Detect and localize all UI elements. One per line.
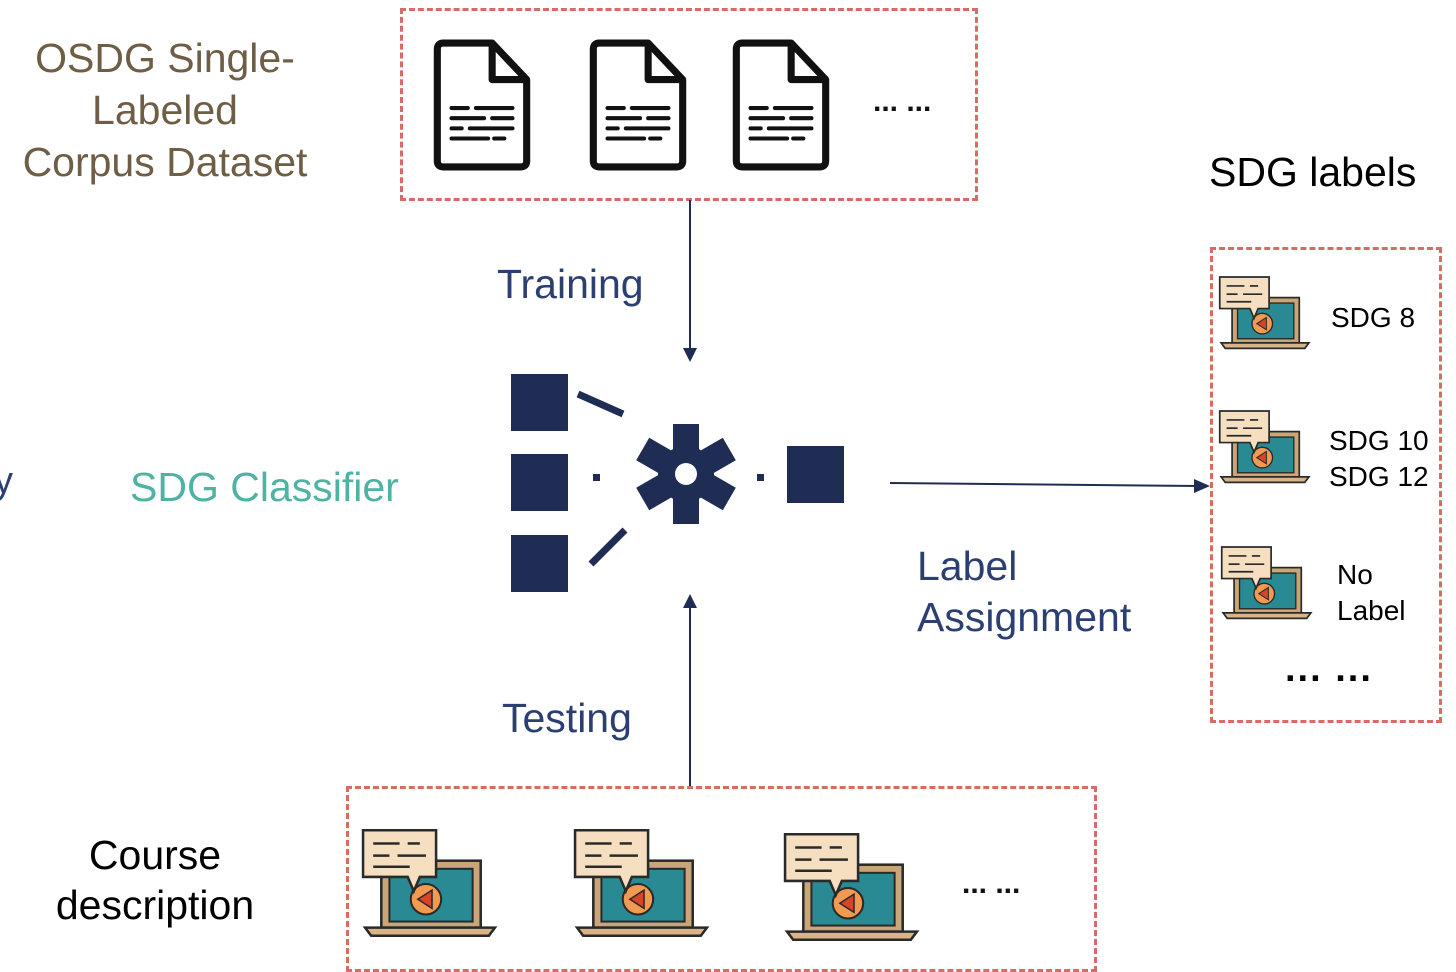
testing-arrow xyxy=(683,594,697,788)
laptop-icon xyxy=(571,825,713,939)
classifier-label: SDG Classifier xyxy=(130,464,399,510)
course-description-label: Course description xyxy=(0,830,310,930)
dataset-label: OSDG Single- Labeled Corpus Dataset xyxy=(0,32,330,188)
sdg-label-item-2-line2: SDG 12 xyxy=(1329,461,1429,492)
course-description-box: ... ... xyxy=(346,786,1097,972)
laptop-icon xyxy=(1217,274,1313,350)
dataset-label-line2: Labeled xyxy=(92,87,238,133)
dataset-label-line3: Corpus Dataset xyxy=(22,139,308,185)
neural-network-icon xyxy=(511,374,844,592)
course-description-line2: description xyxy=(55,882,255,928)
document-icon xyxy=(730,39,832,171)
dataset-label-line1: OSDG Single- xyxy=(35,35,295,81)
laptop-icon xyxy=(359,825,501,939)
laptop-icon xyxy=(781,829,923,943)
left-edge-fragment: y xyxy=(0,460,13,502)
sdg-label-item-3-line2: Label xyxy=(1337,595,1406,626)
course-ellipsis: ... ... xyxy=(962,867,1021,900)
label-assignment-line1: Label xyxy=(917,543,1018,589)
sdg-label-item-3-line1: No xyxy=(1337,559,1373,590)
training-arrow xyxy=(683,200,697,362)
sdg-label-item-3: No Label xyxy=(1337,557,1406,629)
document-icon xyxy=(587,39,689,171)
label-assignment-arrow xyxy=(890,479,1210,493)
label-assignment-line2: Assignment xyxy=(917,594,1132,640)
sdg-labels-box: SDG 8 SDG 10 SDG 12 No Label ... ... xyxy=(1210,247,1442,723)
dataset-box: ... ... xyxy=(400,8,978,201)
training-label: Training xyxy=(497,261,644,307)
document-icon xyxy=(431,39,533,171)
label-assignment-label: Label Assignment xyxy=(917,541,1131,643)
testing-label: Testing xyxy=(502,695,632,741)
sdg-label-item-2: SDG 10 SDG 12 xyxy=(1329,423,1429,495)
laptop-icon xyxy=(1217,408,1313,484)
dataset-ellipsis: ... ... xyxy=(873,85,932,118)
sdg-labels-title: SDG labels xyxy=(1209,149,1417,195)
sdg-label-item-1: SDG 8 xyxy=(1331,302,1416,333)
sdg-label-item-2-line1: SDG 10 xyxy=(1329,425,1429,456)
course-description-line1: Course xyxy=(88,832,222,878)
sdg-labels-ellipsis: ... ... xyxy=(1285,648,1373,690)
laptop-icon xyxy=(1219,544,1315,620)
